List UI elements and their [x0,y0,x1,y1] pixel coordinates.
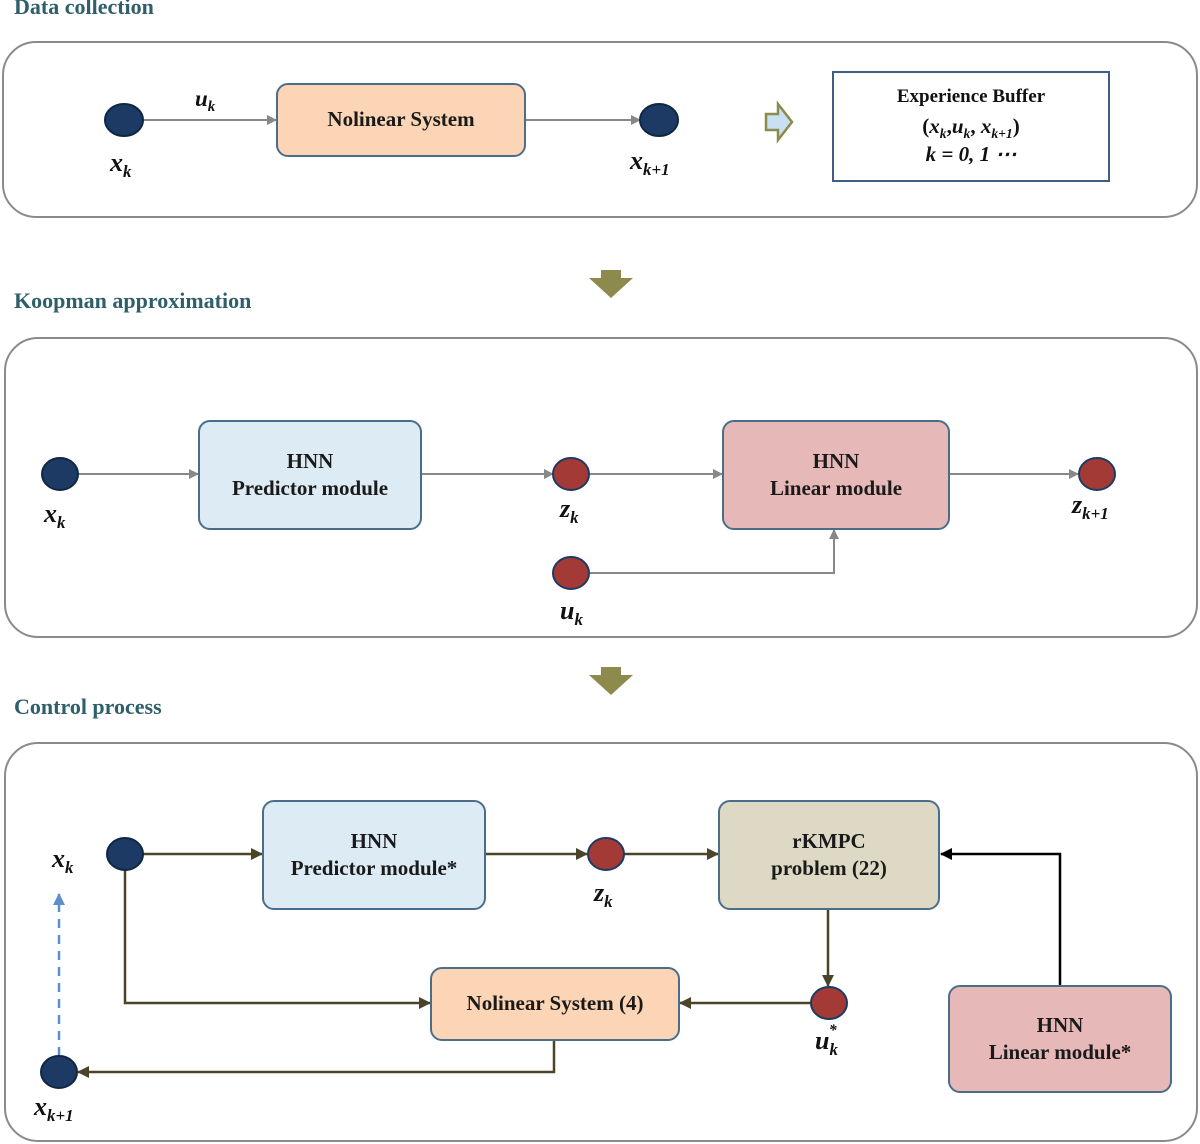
down-arrow-icon-2 [589,667,633,695]
experience-buffer-title: Experience Buffer [896,85,1046,107]
node-ctrl-xk1 [40,1055,78,1089]
node-ctrl-zk [587,837,625,871]
label-uk: uk [195,86,216,116]
rkmpc-box: rKMPC problem (22) [718,800,940,910]
node-koopman-zk1 [1078,457,1116,491]
experience-buffer-box: Experience Buffer (xk,uk, xk+1) k = 0, 1… [832,71,1110,182]
arrow-system-to-xk1 [77,1041,556,1078]
ctrl-label-xk: xk [52,844,74,877]
ctrl-label-uk-star: uk* [815,1022,838,1059]
koopman-label-zk: zk [560,494,579,527]
node-koopman-uk [552,556,590,590]
koopman-label-xk: xk [44,499,66,532]
rkmpc-title: rKMPC [792,828,866,853]
ctrl-hnn-linear-title: HNN [1036,1012,1084,1037]
experience-buffer-tuple: (xk,uk, xk+1) [922,113,1020,142]
down-arrow-icon-1 [589,270,633,298]
node-xk1 [639,103,679,137]
ctrl-hnn-predictor-label: Predictor module* [290,856,458,880]
hnn-predictor-label: Predictor module [231,476,389,500]
node-ctrl-xk [106,837,144,871]
koopman-label-uk: uk [560,596,583,629]
ctrl-label-xk1: xk+1 [34,1092,74,1125]
arrow-uk-to-linear [590,529,839,574]
hnn-linear-box: HNN Linear module [722,420,950,530]
koopman-label-zk1: zk+1 [1072,490,1109,523]
label-xk1: xk+1 [630,146,670,179]
hnn-predictor-title: HNN [286,448,334,473]
arrow-linear-to-mpc [940,848,1062,985]
hnn-linear-label: Linear module [769,476,903,500]
node-xk [104,103,144,137]
section-title-control: Control process [14,694,162,719]
section-title-koopman: Koopman approximation [14,288,252,313]
ctrl-hnn-predictor-box: HNN Predictor module* [262,800,486,910]
rkmpc-label: problem (22) [771,856,887,880]
experience-buffer-index: k = 0, 1 ⋯ [925,142,1017,167]
ctrl-hnn-predictor-title: HNN [350,828,398,853]
nonlinear-system-box: Nolinear System [276,83,526,157]
ctrl-hnn-linear-box: HNN Linear module* [948,985,1172,1093]
node-koopman-xk [41,457,79,491]
ctrl-nonlinear-system-label: Nolinear System (4) [466,991,644,1016]
section-title-data-collection: Data collection [14,0,154,19]
node-koopman-zk [552,457,590,491]
ctrl-hnn-linear-label: Linear module* [988,1040,1132,1064]
nonlinear-system-label: Nolinear System [327,107,475,132]
arrow-xk-to-system [123,870,431,1009]
hnn-linear-title: HNN [812,448,860,473]
label-xk: xk [110,148,132,181]
node-ctrl-uk-star [810,986,848,1020]
ctrl-label-zk: zk [594,878,613,911]
hollow-right-arrow-icon [764,100,794,144]
ctrl-nonlinear-system-box: Nolinear System (4) [430,967,680,1041]
hnn-predictor-box: HNN Predictor module [198,420,422,530]
